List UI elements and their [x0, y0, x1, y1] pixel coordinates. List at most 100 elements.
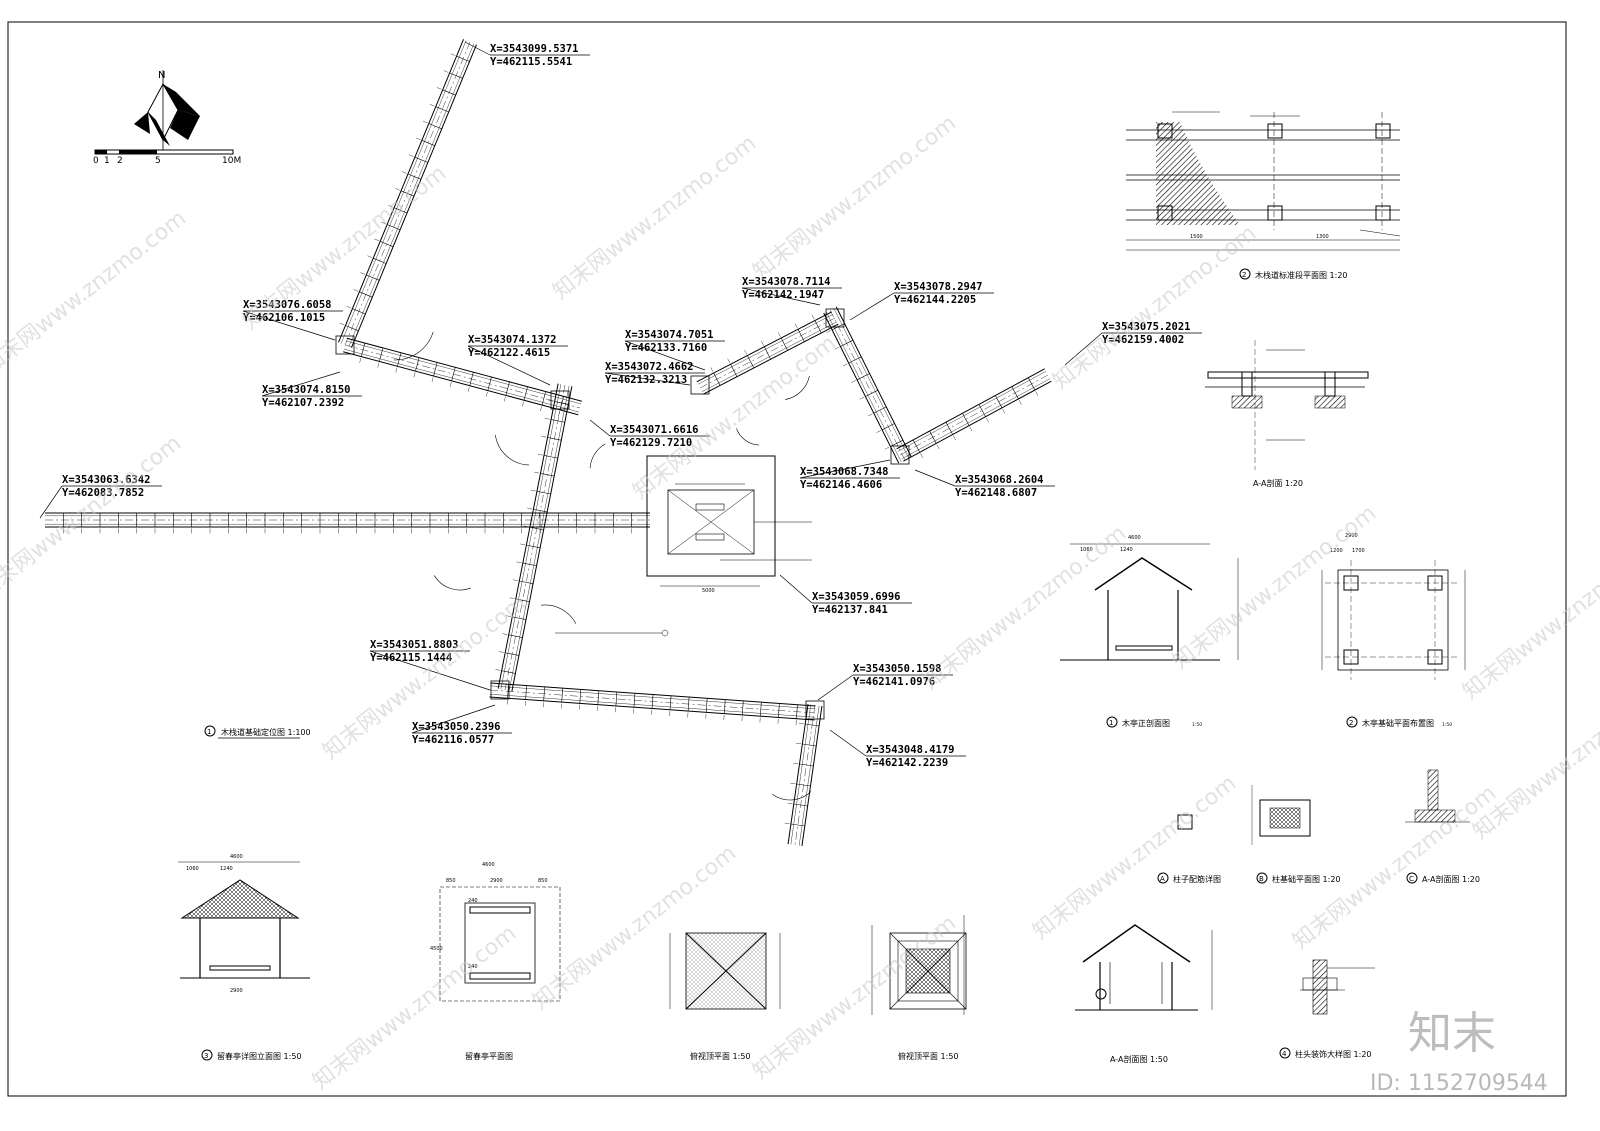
elev-dim-2900: 2900 [230, 988, 243, 994]
post-head-detail: 4 柱头装饰大样图 1:20 [1279, 959, 1375, 1059]
svg-text:2: 2 [1349, 719, 1353, 727]
watermark: 知末网www.znzmo.com [548, 131, 761, 305]
boardwalk-aa-section: A-A剖面 1:20 [1205, 340, 1369, 488]
drawing-frame [7, 21, 1567, 1097]
pplan-dim-850b: 850 [538, 878, 548, 884]
aa-section-small-title: A-A剖面 1:20 [1253, 478, 1303, 488]
junction-platform [825, 308, 845, 328]
svg-text:C: C [1409, 875, 1414, 883]
junction-platform [690, 375, 710, 395]
svg-text:1: 1 [207, 728, 211, 736]
pplan-dim-4600: 4600 [482, 862, 495, 868]
svg-text:B: B [1259, 875, 1264, 883]
coord-y: Y=462142.2239 [866, 757, 948, 769]
coord-x: X=3543074.7051 [625, 329, 714, 341]
pavilion-front-title: 木亭正剖面图 [1122, 718, 1170, 728]
found-dim-1200: 1200 [1330, 548, 1343, 554]
swing-arc [589, 443, 606, 469]
scale-tick-0: 0 [93, 156, 99, 166]
pavilion-elevation: 4600 1060 1240 2900 3 留春亭详图立面图 1:50 [178, 854, 310, 1061]
watermark: 知末网www.znzmo.com [0, 206, 191, 380]
col-found-b-title: 柱基础平面图 1:20 [1272, 874, 1341, 884]
pavilion-front-section: 4600 1060 1240 1 木亭正剖面图 1:50 [1060, 535, 1239, 728]
junction-platform [890, 445, 910, 465]
coord-x: X=3543075.2021 [1102, 321, 1191, 333]
coord-y: Y=462115.1444 [370, 652, 452, 664]
watermark: 知末网www.znzmo.com [748, 111, 961, 285]
coord-x: X=3543063.6342 [62, 474, 151, 486]
junction-platform [490, 680, 510, 700]
boardwalk-segment [343, 337, 582, 417]
brand-id: ID: 1152709544 [1370, 1071, 1548, 1096]
boardwalk-plan [45, 39, 1052, 847]
watermark: 知末网www.znzmo.com [1468, 671, 1600, 845]
coord-x: X=3543051.8803 [370, 639, 459, 651]
coord-y: Y=462141.0976 [853, 676, 935, 688]
watermark: 知末网www.znzmo.com [1458, 531, 1600, 705]
watermark: 知末网www.znzmo.com [918, 521, 1131, 695]
coord-x: X=3543059.6996 [812, 591, 901, 603]
svg-text:1: 1 [1109, 719, 1113, 727]
aa-section-big: A-A剖面图 1:50 [1075, 924, 1213, 1064]
central-pavilion-plan: 5000 [555, 455, 812, 637]
coord-x: X=3543099.5371 [490, 43, 579, 55]
elev-dim-1060: 1060 [186, 866, 199, 872]
coord-y: Y=462129.7210 [610, 437, 692, 449]
scale-bar: 0 1 2 5 10M [93, 149, 241, 166]
swing-arc [541, 604, 577, 624]
col-detail-a-title: 柱子配筋详图 [1173, 874, 1221, 884]
roof-plan-title: 俯视顶平面 1:50 [898, 1051, 959, 1061]
watermark: 知末网www.znzmo.com [308, 921, 521, 1095]
pplan-dim-240b: 240 [468, 964, 478, 970]
scale-tick-5: 5 [155, 156, 161, 166]
coord-y: Y=462107.2392 [262, 397, 344, 409]
coord-y: Y=462159.4002 [1102, 334, 1184, 346]
coord-y: Y=462144.2205 [894, 294, 976, 306]
brand-name: 知末 [1408, 1008, 1496, 1059]
watermark: 知末网www.znzmo.com [0, 431, 186, 605]
coord-x: X=3543071.6616 [610, 424, 699, 436]
post-detail-title: 柱头装饰大样图 1:20 [1295, 1049, 1372, 1059]
boardwalk-segment [45, 512, 650, 534]
roof-plan: 俯视顶平面 1:50 [871, 915, 967, 1061]
coord-y: Y=462133.7160 [625, 342, 707, 354]
coord-x: X=3543068.2604 [955, 474, 1044, 486]
boardwalk-segment [823, 306, 912, 464]
swing-arc [393, 331, 434, 361]
pav-front-dim-4600: 4600 [1128, 535, 1141, 541]
coord-y: Y=462083.7852 [62, 487, 144, 499]
coord-x: X=3543050.2396 [412, 721, 501, 733]
swing-arc [772, 791, 812, 801]
found-dim-1700: 1700 [1352, 548, 1365, 554]
pav-elev-title: 留春亭详图立面图 1:50 [217, 1051, 302, 1061]
boardwalk-standard-plan: 1500 1300 2 木栈道标准段平面图 1:20 [1126, 111, 1401, 280]
aa-section-c-title: A-A剖面图 1:20 [1422, 874, 1480, 884]
boardwalk-plan-title: 木栈道标准段平面图 1:20 [1255, 270, 1348, 280]
pavilion-found-title: 木亭基础平面布置图 [1362, 718, 1434, 728]
watermark: 知末网www.znzmo.com [238, 161, 451, 335]
coord-y: Y=462132.3213 [605, 374, 687, 386]
coord-y: Y=462142.1947 [742, 289, 824, 301]
pav-front-dim-1240: 1240 [1120, 547, 1133, 553]
coord-x: X=3543068.7348 [800, 466, 889, 478]
coord-x: X=3543072.4662 [605, 361, 694, 373]
swing-arc [736, 428, 760, 446]
pplan-dim-850a: 850 [446, 878, 456, 884]
bw-dim-1300: 1300 [1316, 234, 1329, 240]
scale-tick-2: 2 [117, 156, 123, 166]
junction-platform [805, 700, 825, 720]
pavilion-foundation-plan: 2900 1700 1200 2 木亭基础平面布置图 1:50 [1321, 533, 1466, 728]
pav-front-dim-1060: 1060 [1080, 547, 1093, 553]
svg-text:2: 2 [1242, 271, 1246, 279]
bw-dim-1500: 1500 [1190, 234, 1203, 240]
junction-platform [335, 335, 355, 355]
coord-y: Y=462106.1015 [243, 312, 325, 324]
